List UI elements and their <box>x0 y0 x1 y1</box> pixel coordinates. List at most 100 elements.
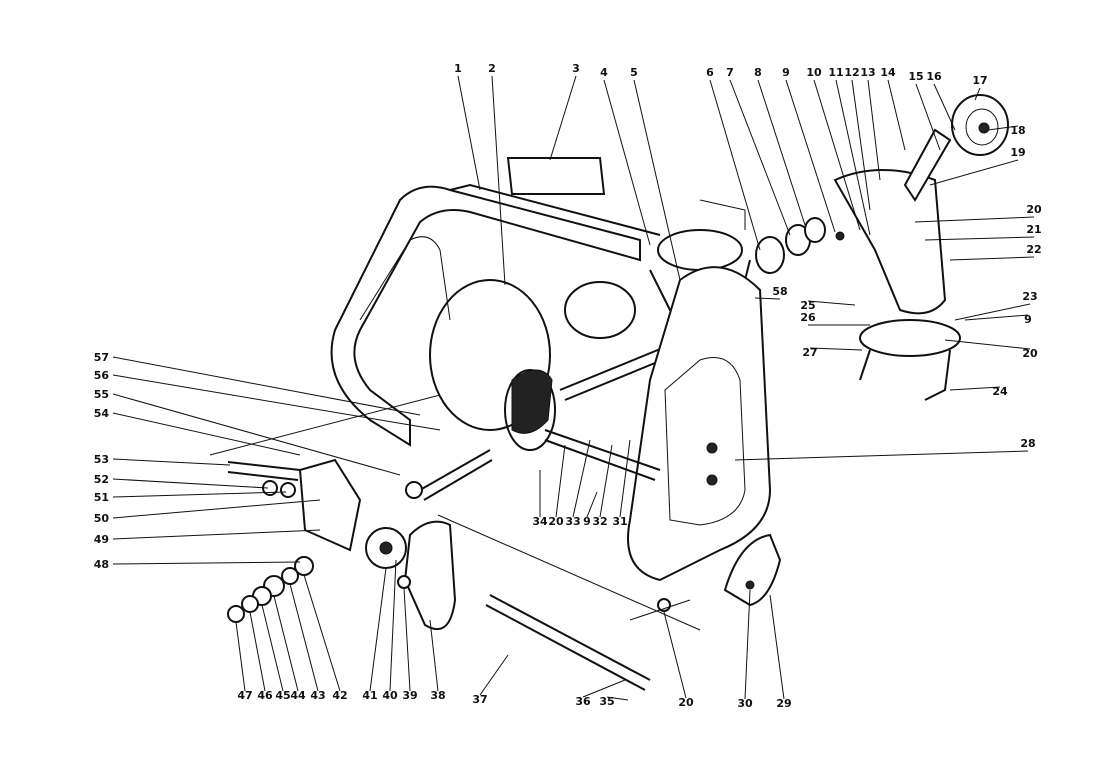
callout-label-55: 55 <box>94 388 109 401</box>
housing-right-side <box>627 266 772 582</box>
bearing <box>804 217 826 243</box>
callout-label-15: 15 <box>908 70 923 83</box>
callout-label-17: 17 <box>972 74 987 87</box>
leader-line <box>289 583 319 692</box>
leader-line <box>949 386 1001 391</box>
leader-line <box>954 303 1031 321</box>
leader-line <box>549 75 577 161</box>
leader-line <box>663 611 687 699</box>
leader-line <box>403 587 411 692</box>
chute-ring-gear <box>859 319 961 357</box>
leader-lines <box>112 75 1035 701</box>
spacer <box>281 567 299 585</box>
callout-label-58: 58 <box>772 285 787 298</box>
leader-line <box>606 696 629 701</box>
leader-line <box>112 561 301 565</box>
callout-label-40: 40 <box>382 689 398 702</box>
leader-line <box>582 679 626 698</box>
leader-line <box>599 444 613 518</box>
diagram-artwork <box>209 94 1009 691</box>
callout-label-24: 24 <box>992 385 1008 398</box>
leader-line <box>964 314 1029 321</box>
callout-label-42: 42 <box>332 689 347 702</box>
leader-line <box>633 79 681 281</box>
gearbox-half-left <box>298 458 362 552</box>
chute-opening <box>657 229 743 271</box>
leader-line <box>949 256 1035 261</box>
leader-line <box>944 339 1031 350</box>
leader-line <box>389 559 397 692</box>
callout-label-54: 54 <box>94 407 110 420</box>
callout-label-30: 30 <box>737 697 753 710</box>
leader-line <box>572 439 591 518</box>
pulley-hub <box>978 122 990 134</box>
leader-line <box>479 654 509 696</box>
callout-label-50: 50 <box>94 512 110 525</box>
chute-clamp <box>859 349 951 401</box>
callout-label-29: 29 <box>776 697 791 710</box>
callout-label-20: 20 <box>548 515 564 528</box>
bolt <box>657 598 671 612</box>
leader-line <box>303 574 341 692</box>
housing-top-edge <box>449 183 661 236</box>
callout-label-49: 49 <box>94 533 109 546</box>
leader-line <box>807 300 856 306</box>
leader-line <box>112 478 269 489</box>
drive-shaft <box>227 461 301 481</box>
bearing <box>280 482 296 498</box>
callout-label-31: 31 <box>612 515 627 528</box>
callout-label-51: 51 <box>94 491 109 504</box>
leader-line <box>924 236 1035 241</box>
auger-right <box>564 281 636 339</box>
callout-label-10: 10 <box>806 66 822 79</box>
skid-bolt <box>745 580 755 590</box>
leader-line <box>619 439 631 518</box>
leader-line <box>987 125 1019 131</box>
leader-line <box>734 450 1029 461</box>
callout-label-34: 34 <box>532 515 548 528</box>
worm-gear-hub <box>379 541 393 555</box>
leader-line <box>887 79 906 151</box>
callout-label-13: 13 <box>860 66 875 79</box>
callout-label-19: 19 <box>1010 146 1025 159</box>
callout-label-20: 20 <box>1022 347 1038 360</box>
leader-line <box>809 347 863 351</box>
leader-line <box>603 79 651 246</box>
callout-label-1: 1 <box>454 62 462 75</box>
callout-label-44: 44 <box>290 689 306 702</box>
callout-label-11: 11 <box>828 66 843 79</box>
callout-label-56: 56 <box>94 369 110 382</box>
callout-label-20: 20 <box>1026 203 1042 216</box>
callout-label-39: 39 <box>402 689 417 702</box>
gearbox-half-right <box>403 520 457 631</box>
callout-label-57: 57 <box>94 351 109 364</box>
leader-line <box>429 619 439 692</box>
callout-label-9: 9 <box>782 66 790 79</box>
leader-line <box>112 529 321 540</box>
callout-label-37: 37 <box>472 693 487 706</box>
pulley-inner <box>965 108 999 146</box>
leader-line <box>273 595 299 692</box>
callout-label-18: 18 <box>1010 124 1025 137</box>
callout-label-5: 5 <box>630 66 638 79</box>
bearing <box>755 236 785 274</box>
callout-label-3: 3 <box>572 62 580 75</box>
callout-label-48: 48 <box>94 558 109 571</box>
leader-line <box>261 604 284 692</box>
leader-line <box>491 75 506 286</box>
leader-line <box>915 83 941 151</box>
callout-label-27: 27 <box>802 346 817 359</box>
decal-part <box>506 157 606 195</box>
leader-line <box>914 216 1035 223</box>
callout-label-4: 4 <box>600 66 608 79</box>
leader-line <box>867 79 881 181</box>
leader-line <box>112 412 301 456</box>
impeller-shaft <box>485 594 651 691</box>
leader-line <box>709 79 761 251</box>
callout-label-20: 20 <box>678 696 694 709</box>
auger-center <box>504 369 556 451</box>
leader-line <box>933 83 956 131</box>
bolt-hole <box>706 442 718 454</box>
callout-label-16: 16 <box>926 70 942 83</box>
